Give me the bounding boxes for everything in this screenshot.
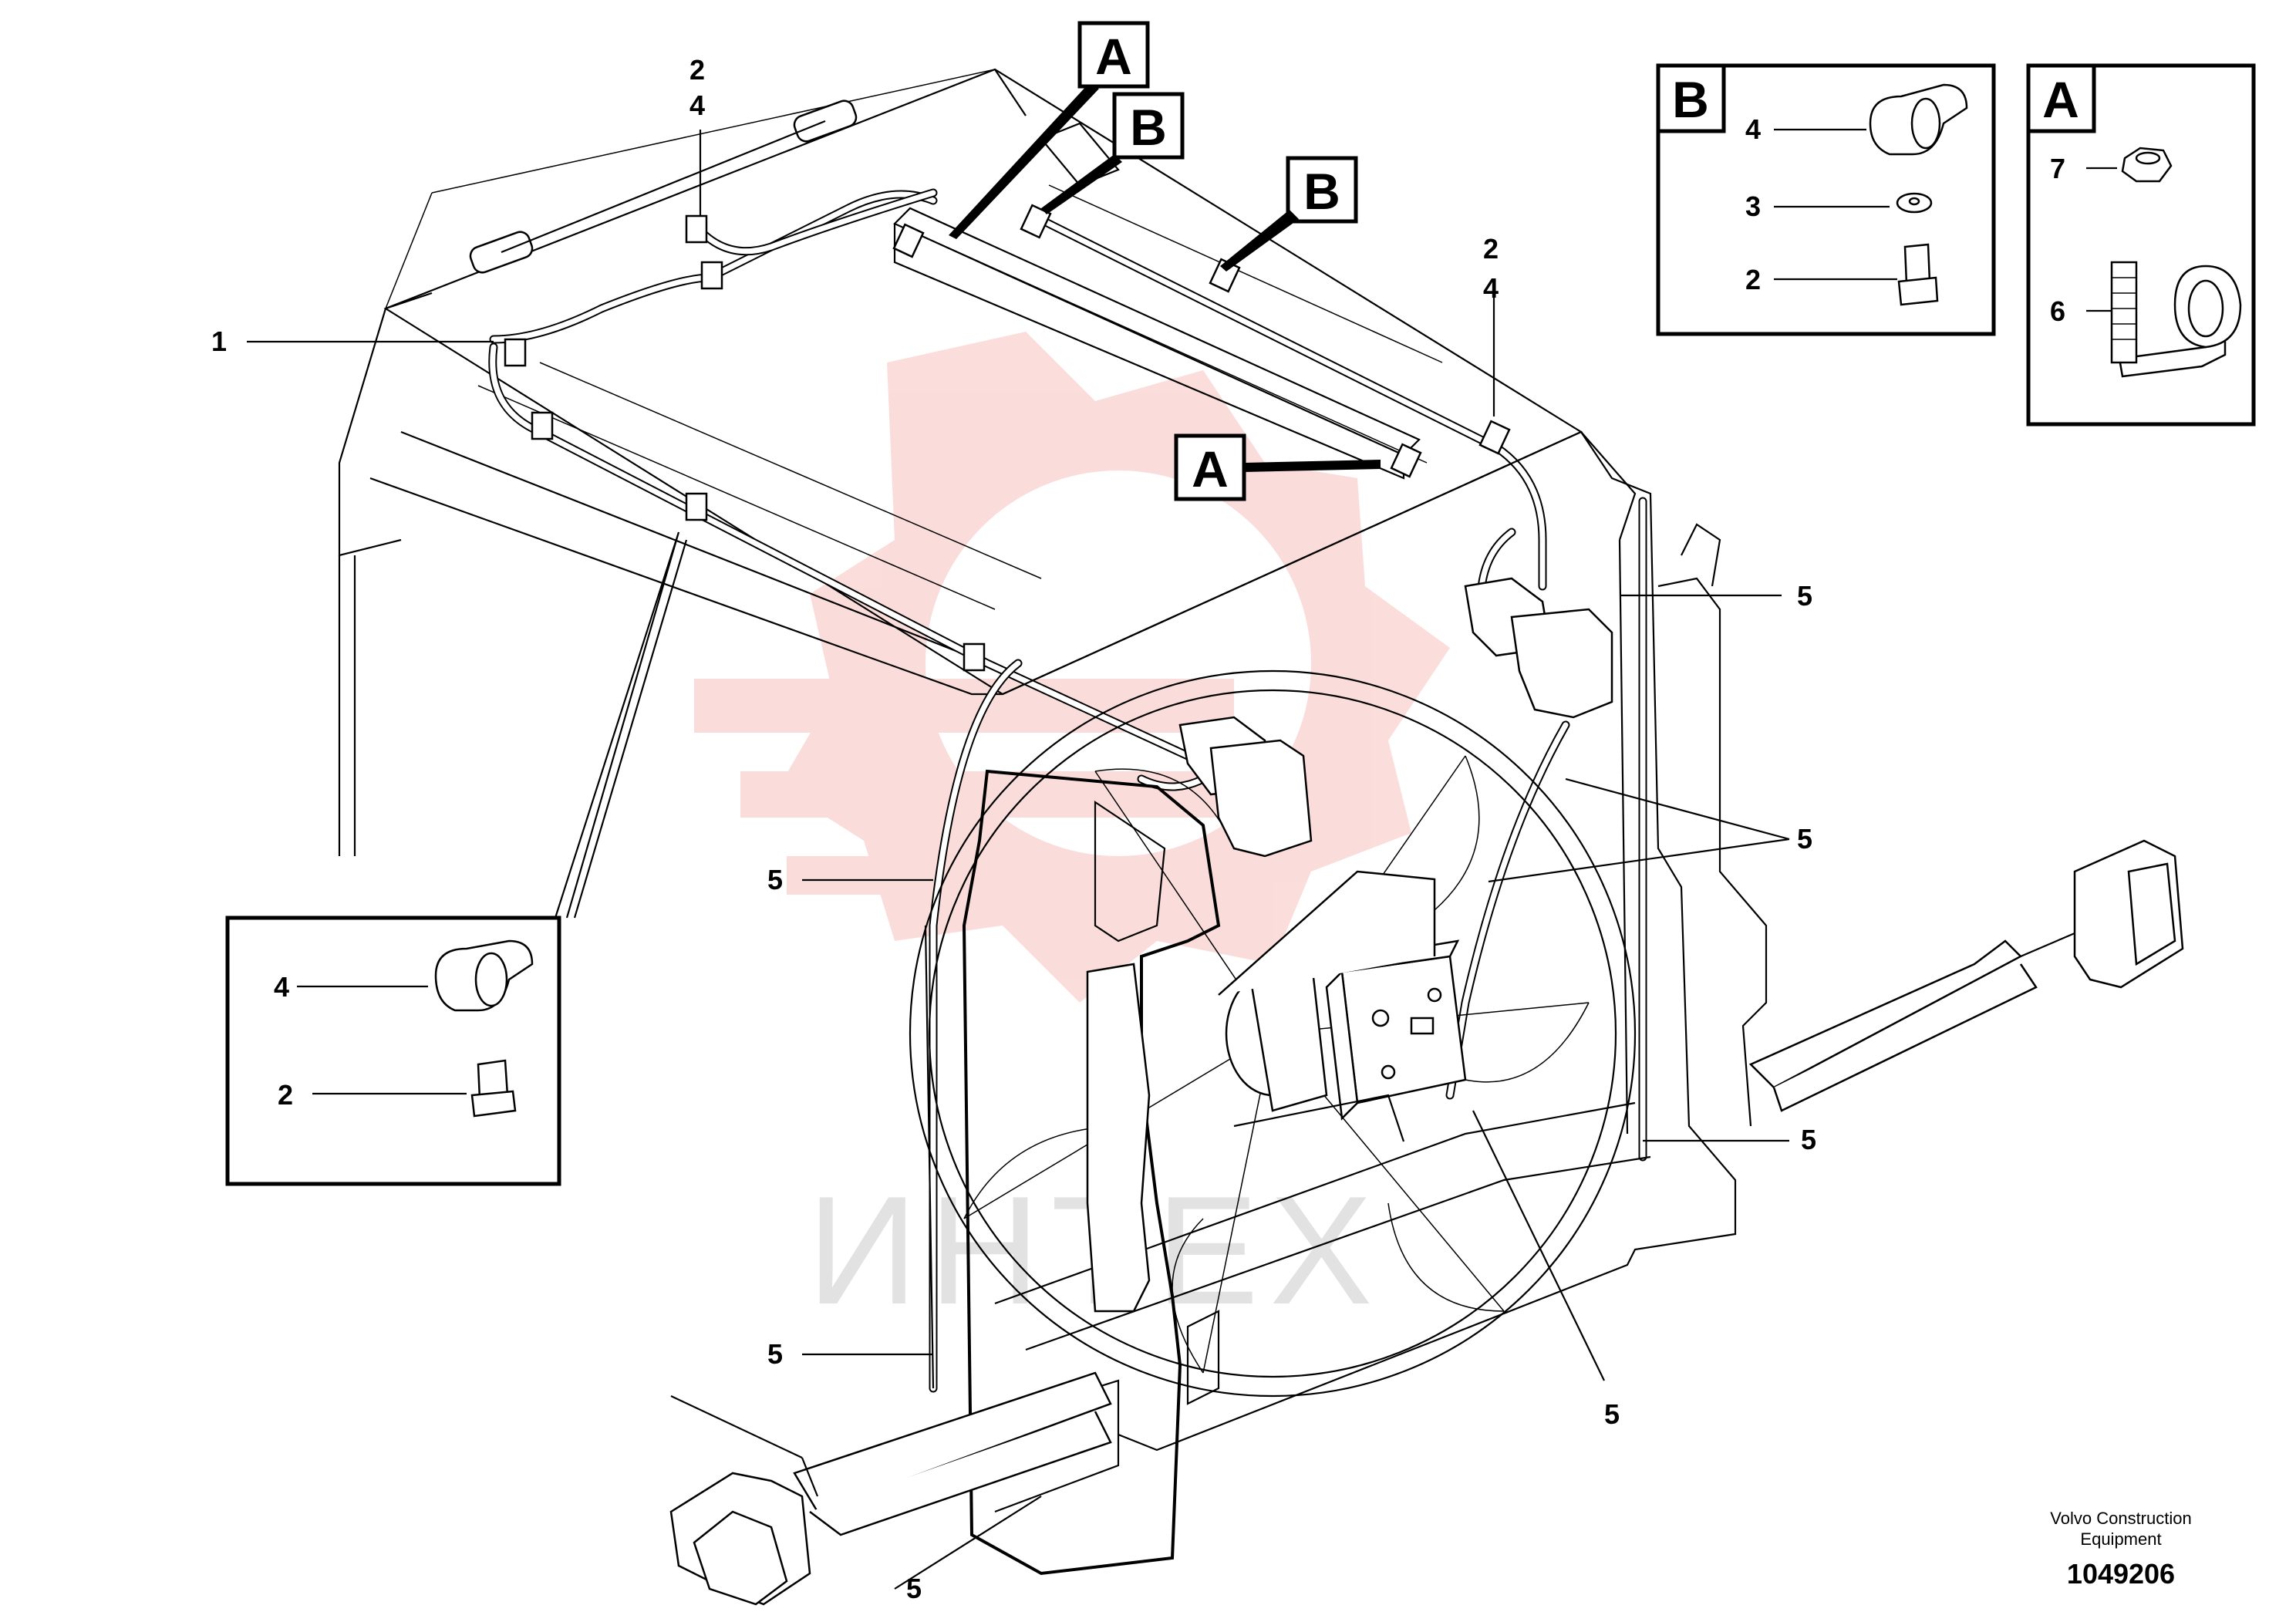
callout-5-b: 5 — [1797, 823, 1812, 855]
clamp-9 — [963, 642, 986, 672]
detail-tag-b-right: B — [1220, 156, 1358, 271]
clamp-5 — [1390, 443, 1422, 478]
clamp-10 — [685, 214, 708, 244]
callout-5-d: 5 — [767, 864, 783, 895]
callout-4-top-left: 4 — [689, 89, 705, 121]
leader-lines — [247, 130, 1790, 1590]
clamp-11 — [700, 261, 723, 290]
clamp-8 — [685, 492, 708, 521]
work-light-right — [1464, 577, 1613, 719]
callout-7-detail-a: 7 — [2050, 153, 2065, 184]
callout-4-detail-left: 4 — [274, 971, 289, 1003]
callout-4-detail-b: 4 — [1745, 113, 1761, 145]
clamp-2 — [1020, 204, 1052, 239]
detail-tag-b-top: B — [1041, 92, 1185, 214]
detail-a-title: A — [2042, 71, 2079, 128]
clamp-4 — [1478, 420, 1511, 455]
callout-5-g: 5 — [906, 1573, 922, 1604]
callout-2-top-right: 2 — [1483, 233, 1499, 265]
washer-nozzle-unit — [469, 99, 858, 274]
svg-text:A: A — [1192, 440, 1229, 497]
clamp-6 — [504, 338, 527, 367]
manufacturer-line-2: Equipment — [2080, 1529, 2162, 1549]
detail-box-clamp-bolt: 4 2 — [225, 916, 561, 1186]
clamp-1 — [892, 223, 925, 258]
callout-5-e: 5 — [767, 1338, 783, 1370]
detail-tag-a-top: A — [949, 21, 1150, 239]
callout-5-f: 5 — [1604, 1398, 1620, 1430]
callout-4-top-right: 4 — [1483, 272, 1499, 304]
manufacturer-line-1: Volvo Construction — [2050, 1509, 2192, 1528]
callout-2-detail-b: 2 — [1745, 264, 1761, 295]
clamp-7 — [531, 411, 554, 440]
manufacturer-name: Volvo Construction Equipment — [2005, 1508, 2237, 1549]
radiator-frame — [994, 430, 1768, 1513]
work-light-center — [1178, 716, 1313, 858]
callout-2-top-left: 2 — [689, 54, 705, 86]
callout-5-c: 5 — [1801, 1124, 1816, 1155]
callout-3-detail-b: 3 — [1745, 191, 1761, 222]
detail-box-b: B 4 3 2 — [1656, 63, 1996, 336]
lamp-arm-right — [1748, 839, 2184, 1112]
callout-1: 1 — [211, 325, 227, 357]
diagram-part-number: 1049206 — [2066, 1558, 2176, 1590]
callout-6-detail-a: 6 — [2050, 295, 2065, 327]
air-duct-left — [924, 769, 1221, 1576]
svg-text:B: B — [1303, 163, 1340, 220]
callout-labels: 1 2 4 2 4 5 5 5 5 5 5 5 — [211, 54, 1816, 1604]
lamp-arm-left — [669, 1371, 1112, 1606]
svg-text:B: B — [1130, 99, 1167, 156]
callout-2-detail-left: 2 — [278, 1079, 293, 1111]
fan-motor — [1218, 870, 1467, 1142]
hose-clamps — [504, 204, 1511, 672]
detail-tag-a-middle: A — [1174, 433, 1381, 501]
hose-routing — [488, 188, 1647, 1393]
svg-text:A: A — [1095, 28, 1132, 85]
detail-box-a: A 7 6 — [2026, 63, 2256, 427]
callout-5-a: 5 — [1797, 580, 1812, 612]
detail-b-title: B — [1672, 71, 1709, 128]
